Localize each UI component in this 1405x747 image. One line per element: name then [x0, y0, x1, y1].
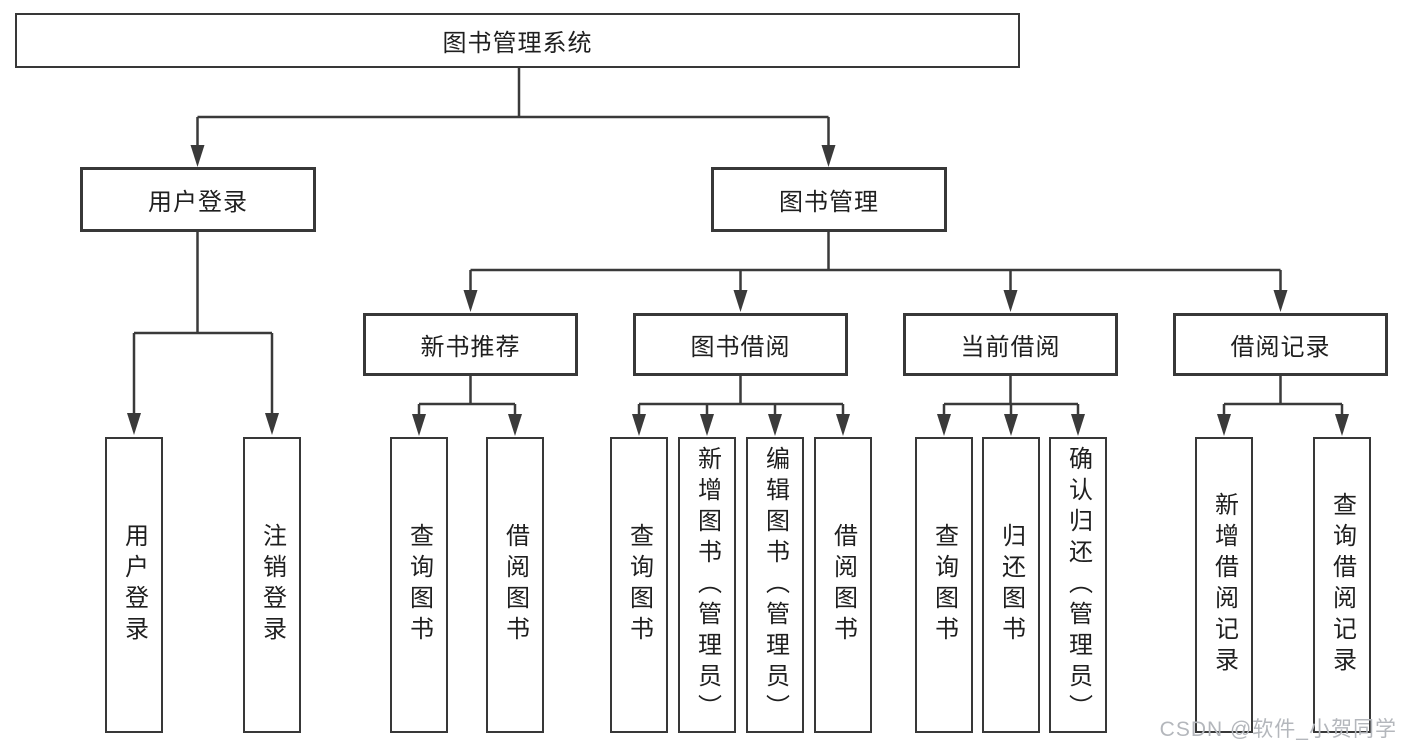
node-library-management-system: 图书管理系统 — [15, 13, 1020, 68]
node-book-management: 图书管理 — [711, 167, 947, 232]
node-current-borrow: 当前借阅 — [903, 313, 1118, 376]
leaf-borrow-books-recommend: 借阅图书 — [486, 437, 544, 733]
leaf-query-books-current: 查询图书 — [915, 437, 973, 733]
leaf-add-borrow-record: 新增借阅记录 — [1195, 437, 1253, 733]
leaf-query-books-borrow: 查询图书 — [610, 437, 668, 733]
node-new-book-recommend: 新书推荐 — [363, 313, 578, 376]
leaf-edit-books-admin: 编辑图书（管理员） — [746, 437, 804, 733]
node-user-login: 用户登录 — [80, 167, 316, 232]
leaf-confirm-return-admin: 确认归还（管理员） — [1049, 437, 1107, 733]
node-book-borrow: 图书借阅 — [633, 313, 848, 376]
leaf-add-books-admin: 新增图书（管理员） — [678, 437, 736, 733]
leaf-query-borrow-record: 查询借阅记录 — [1313, 437, 1371, 733]
arrowheads — [127, 145, 1349, 436]
leaf-logout: 注销登录 — [243, 437, 301, 733]
leaf-return-books: 归还图书 — [982, 437, 1040, 733]
leaf-borrow-books: 借阅图书 — [814, 437, 872, 733]
csdn-watermark: CSDN @软件_小贺同学 — [1159, 718, 1397, 741]
connector-paths — [132, 67, 1344, 418]
node-borrow-records: 借阅记录 — [1173, 313, 1388, 376]
leaf-user-login: 用户登录 — [105, 437, 163, 733]
leaf-query-books-recommend: 查询图书 — [390, 437, 448, 733]
